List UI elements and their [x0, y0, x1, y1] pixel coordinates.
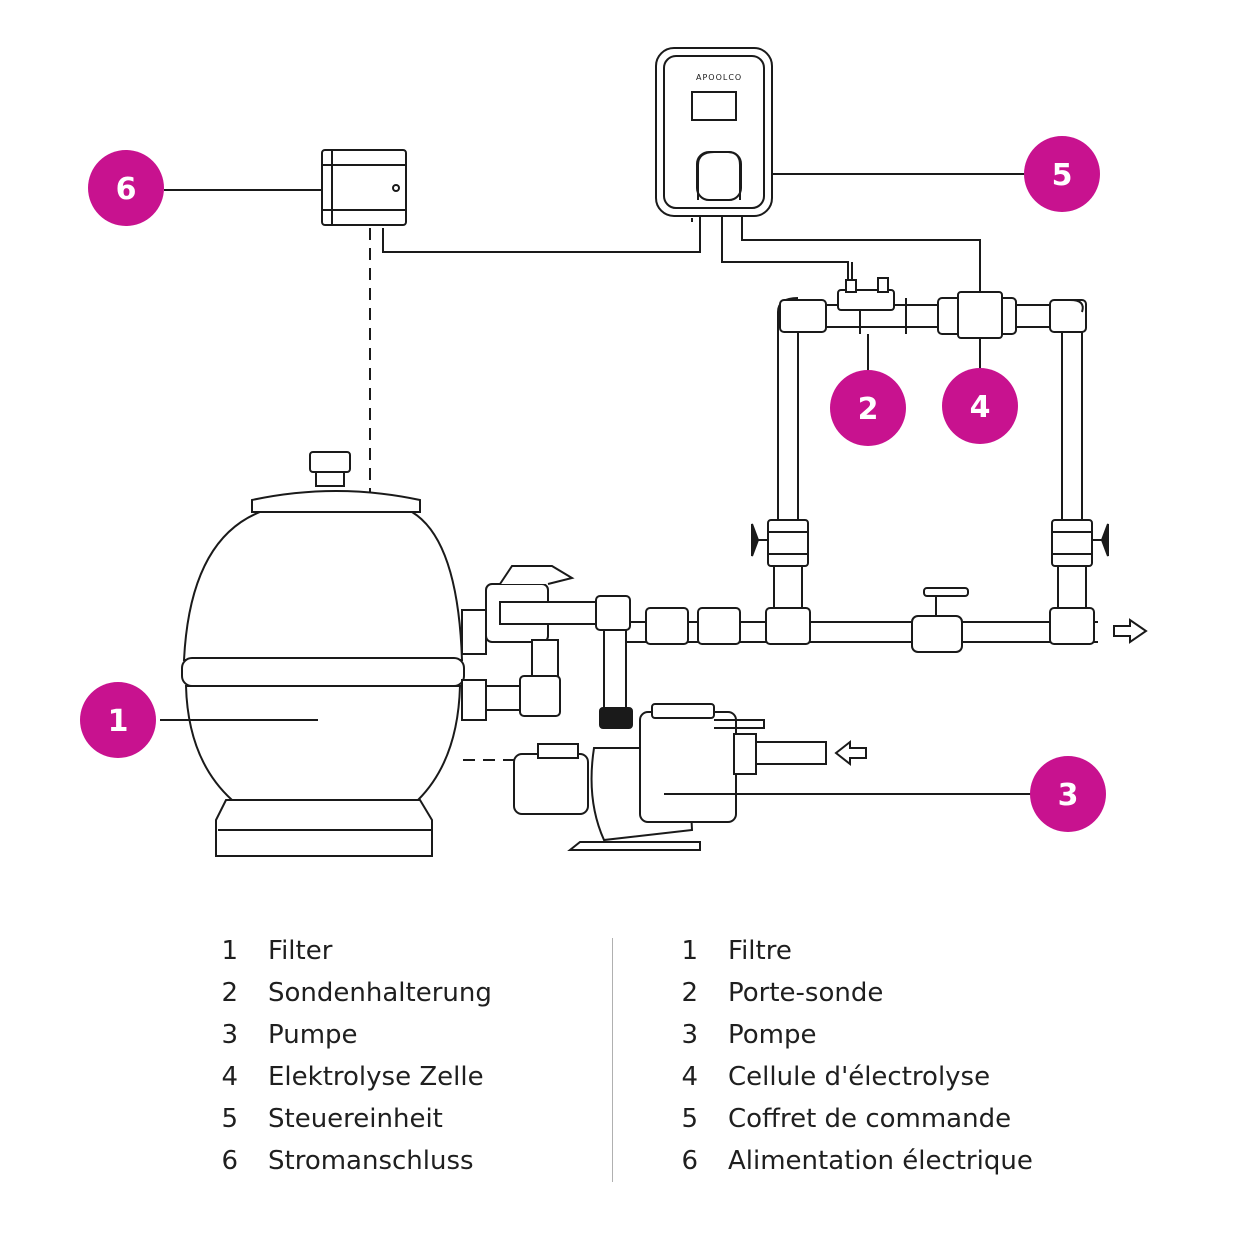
callout-6-label: 6	[116, 172, 137, 207]
callout-1-label: 1	[108, 704, 129, 739]
power-supply-box	[321, 149, 407, 226]
legend-label: Sondenhalterung	[268, 978, 492, 1008]
legend-number: 3	[681, 1020, 698, 1050]
legend-number: 5	[681, 1104, 698, 1134]
main-pipe	[626, 587, 1148, 653]
legend-label: Steuereinheit	[268, 1104, 443, 1134]
legend-number: 4	[681, 1062, 698, 1092]
probe-holder	[837, 262, 895, 372]
electrolysis-cell	[957, 291, 1003, 372]
legend-german: 1 Filter 2 Sondenhalterung 3 Pumpe 4 Ele…	[214, 930, 594, 1190]
legend-number: 6	[221, 1146, 238, 1176]
legend-label: Coffret de commande	[728, 1104, 1012, 1134]
legend-label: Filter	[268, 936, 333, 966]
legend-label: Elektrolyse Zelle	[268, 1062, 484, 1092]
legend-number: 2	[681, 978, 698, 1008]
callout-5-label: 5	[1052, 158, 1073, 193]
callout-4: 4	[942, 368, 1018, 444]
legend-french: 1 Filtre 2 Porte-sonde 3 Pompe 4 Cellule…	[674, 930, 1094, 1190]
sand-filter	[160, 451, 465, 857]
legend-number: 3	[221, 1020, 238, 1050]
callout-4-label: 4	[970, 390, 991, 425]
legend-number: 1	[681, 936, 698, 966]
legend-label: Stromanschluss	[268, 1146, 474, 1176]
callout-5: 5	[1024, 136, 1100, 212]
bypass-loop	[777, 297, 1087, 520]
valve-left	[751, 519, 809, 615]
legend-label: Pompe	[728, 1020, 817, 1050]
legend-label: Cellule d'électrolyse	[728, 1062, 991, 1092]
legend-number: 2	[221, 978, 238, 1008]
legend-label: Filtre	[728, 936, 792, 966]
legend-number: 5	[221, 1104, 238, 1134]
legend-label: Pumpe	[268, 1020, 358, 1050]
callout-6: 6	[88, 150, 164, 226]
callout-3: 3	[1030, 756, 1106, 832]
legend-number: 4	[221, 1062, 238, 1092]
legend-number: 1	[221, 936, 238, 966]
callout-1: 1	[80, 682, 156, 758]
installation-diagram: APOOLCO	[80, 47, 1148, 857]
valve-right	[1051, 519, 1109, 615]
legend-divider	[612, 938, 613, 1182]
pump	[513, 703, 1032, 851]
legend-label: Porte-sonde	[728, 978, 884, 1008]
legend-number: 6	[681, 1146, 698, 1176]
callout-2-label: 2	[858, 392, 879, 427]
control-unit	[655, 47, 773, 222]
callout-2: 2	[830, 370, 906, 446]
callout-3-label: 3	[1058, 778, 1079, 813]
callout-leaders	[164, 173, 1026, 191]
multiport-valve	[461, 565, 631, 721]
legend-label: Alimentation électrique	[728, 1146, 1033, 1176]
controller-brand: APOOLCO	[696, 73, 742, 82]
wiring	[369, 218, 981, 761]
